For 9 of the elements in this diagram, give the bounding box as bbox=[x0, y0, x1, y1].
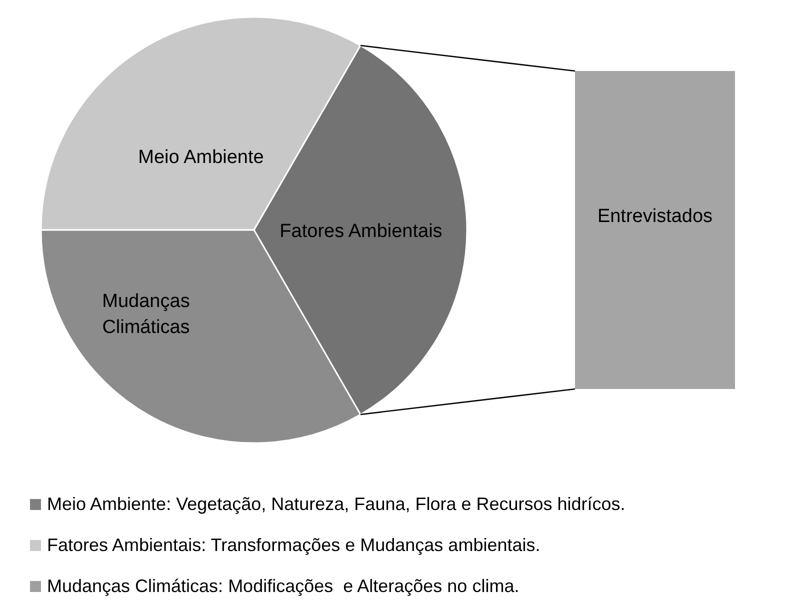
legend-label: Fatores Ambientais: Transformações e Mudanças ambientais. bbox=[47, 535, 540, 556]
slice-label: Mudanças Climáticas bbox=[101, 290, 191, 340]
legend-label: Meio Ambiente: Vegetação, Natureza, Fauna, Flora e Recursos hidrícos. bbox=[47, 494, 626, 515]
slice-label: Meio Ambiente bbox=[137, 146, 265, 170]
connector-line bbox=[360, 44, 576, 72]
connector-line bbox=[360, 388, 576, 416]
slice-label: Fatores Ambientais bbox=[278, 220, 444, 244]
bar-label: Entrevistados bbox=[596, 205, 714, 229]
legend-label: Mudanças Climáticas: Modificações e Alterações no clima. bbox=[47, 576, 520, 597]
